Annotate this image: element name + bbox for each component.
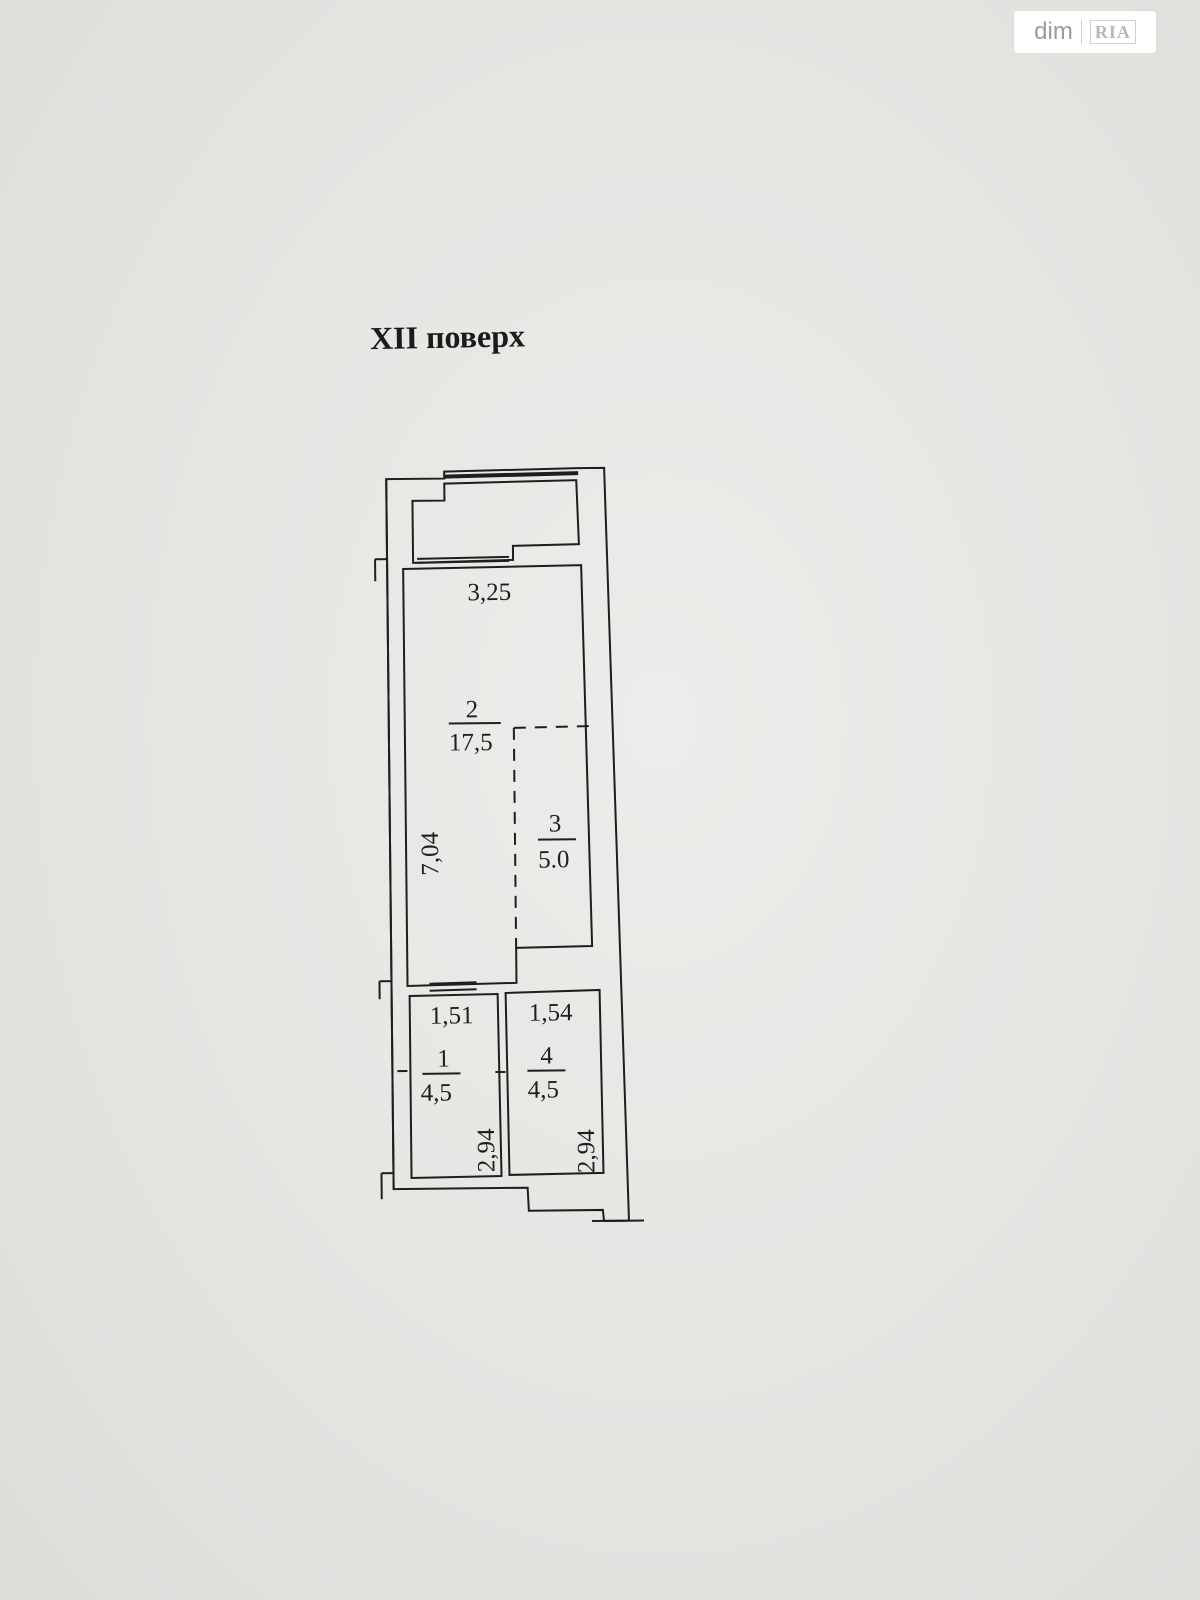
ria-logo-icon: RIA xyxy=(1089,20,1136,44)
balcony-window xyxy=(444,471,579,479)
room-2-width-label: 3,25 xyxy=(467,579,511,606)
room-2-area: 17,5 xyxy=(449,729,493,756)
room-2-length-label: 7,04 xyxy=(417,831,444,876)
room-4-width-label: 1,54 xyxy=(529,999,574,1026)
room-2-door xyxy=(429,981,477,992)
dim-ria-watermark: dim RIA xyxy=(1014,11,1156,53)
watermark-brand: dim xyxy=(1034,18,1073,45)
room-1-width-label: 1,51 xyxy=(430,1002,474,1029)
watermark-divider xyxy=(1080,20,1082,44)
balcony-door xyxy=(417,555,510,564)
outer-wall-inner xyxy=(385,479,395,1190)
room-3-number: 3 xyxy=(549,810,562,837)
room-1-area: 4,5 xyxy=(421,1080,453,1107)
plan-walls xyxy=(374,466,645,1223)
room-2-number: 2 xyxy=(465,696,478,723)
room-3-dashed xyxy=(512,725,589,948)
room-1-outline xyxy=(408,993,503,1179)
room-3-area: 5.0 xyxy=(538,846,570,873)
room-2-outline xyxy=(402,564,594,988)
room-1-length-label: 2,94 xyxy=(473,1128,500,1173)
room-4-length-label: 2,94 xyxy=(573,1129,600,1174)
room-2-fraction-bar xyxy=(448,721,501,725)
balcony-outline xyxy=(411,479,580,564)
room-4-outline xyxy=(504,988,605,1176)
room-1-number: 1 xyxy=(437,1046,450,1073)
room-4-number: 4 xyxy=(540,1042,553,1069)
wall-ticks xyxy=(374,558,645,1223)
room-4-area: 4,5 xyxy=(527,1076,559,1103)
